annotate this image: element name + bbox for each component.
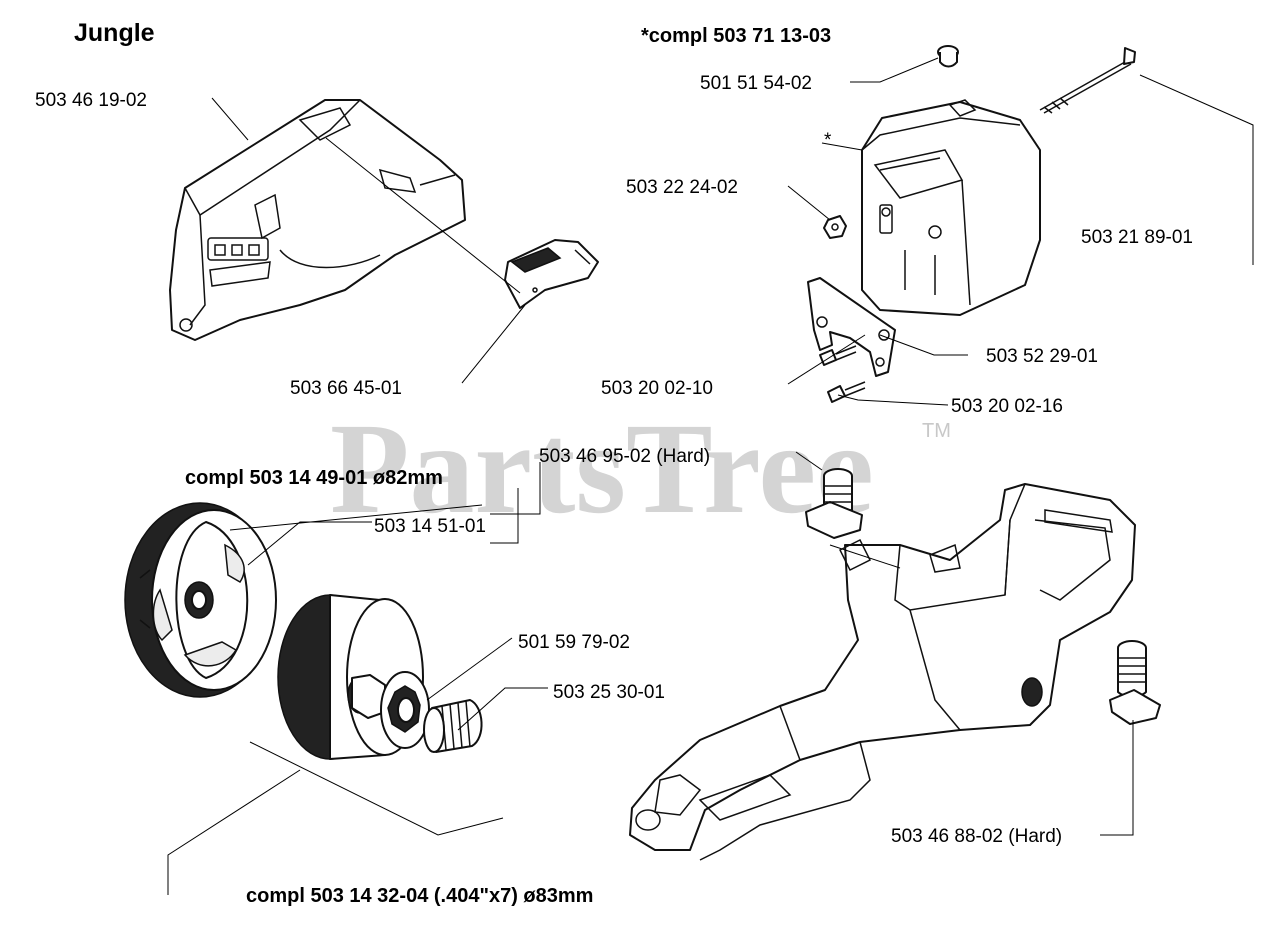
upper-av-spring-drawing [805,468,863,539]
part-label-503468802: 503 46 88-02 (Hard) [891,826,1062,847]
clutch-assembly-label: compl 503 14 49-01 ø82mm [185,467,443,489]
part-label-501515402: 501 51 54-02 [700,73,812,94]
part-label-503200210: 503 20 02-10 [601,378,713,399]
muffler-bracket-drawing [807,277,896,377]
muffler-drawing [861,99,1041,316]
part-label-503522901: 503 52 29-01 [986,346,1098,367]
part-label-503222402: 503 22 24-02 [626,177,738,198]
muffler-cap-drawing [937,45,959,68]
cover-clip-drawing [504,239,599,309]
part-label-503253001: 503 25 30-01 [553,682,665,703]
screws-drawing [819,345,866,403]
long-bolt-drawing [1039,47,1136,114]
clutch-drawing [124,502,277,698]
clutch-cover-drawing [169,99,466,341]
needle-bearing-drawing [423,699,483,753]
part-label-503218901: 503 21 89-01 [1081,227,1193,248]
leader-lines [167,57,1254,895]
part-label-503200216: 503 20 02-16 [951,396,1063,417]
part-label-503461902: 503 46 19-02 [35,90,147,111]
sprocket-drawing [380,671,430,749]
page-title: Jungle [74,19,155,47]
part-label-503469502: 503 46 95-02 (Hard) [539,446,710,467]
part-label-503145101: 503 14 51-01 [374,516,486,537]
watermark: PartsTree [330,397,874,541]
lower-av-spring-drawing [1109,640,1161,725]
tank-housing-drawing [629,483,1136,861]
part-label-501597902: 501 59 79-02 [518,632,630,653]
part-label-503664501: 503 66 45-01 [290,378,402,399]
nut-drawing [823,215,847,239]
watermark-trademark: TM [922,420,951,442]
asterisk-marker: * [824,130,832,151]
drum-assembly-label: compl 503 14 32-04 (.404"x7) ø83mm [246,885,593,907]
muffler-assembly-label: *compl 503 71 13-03 [641,25,831,47]
